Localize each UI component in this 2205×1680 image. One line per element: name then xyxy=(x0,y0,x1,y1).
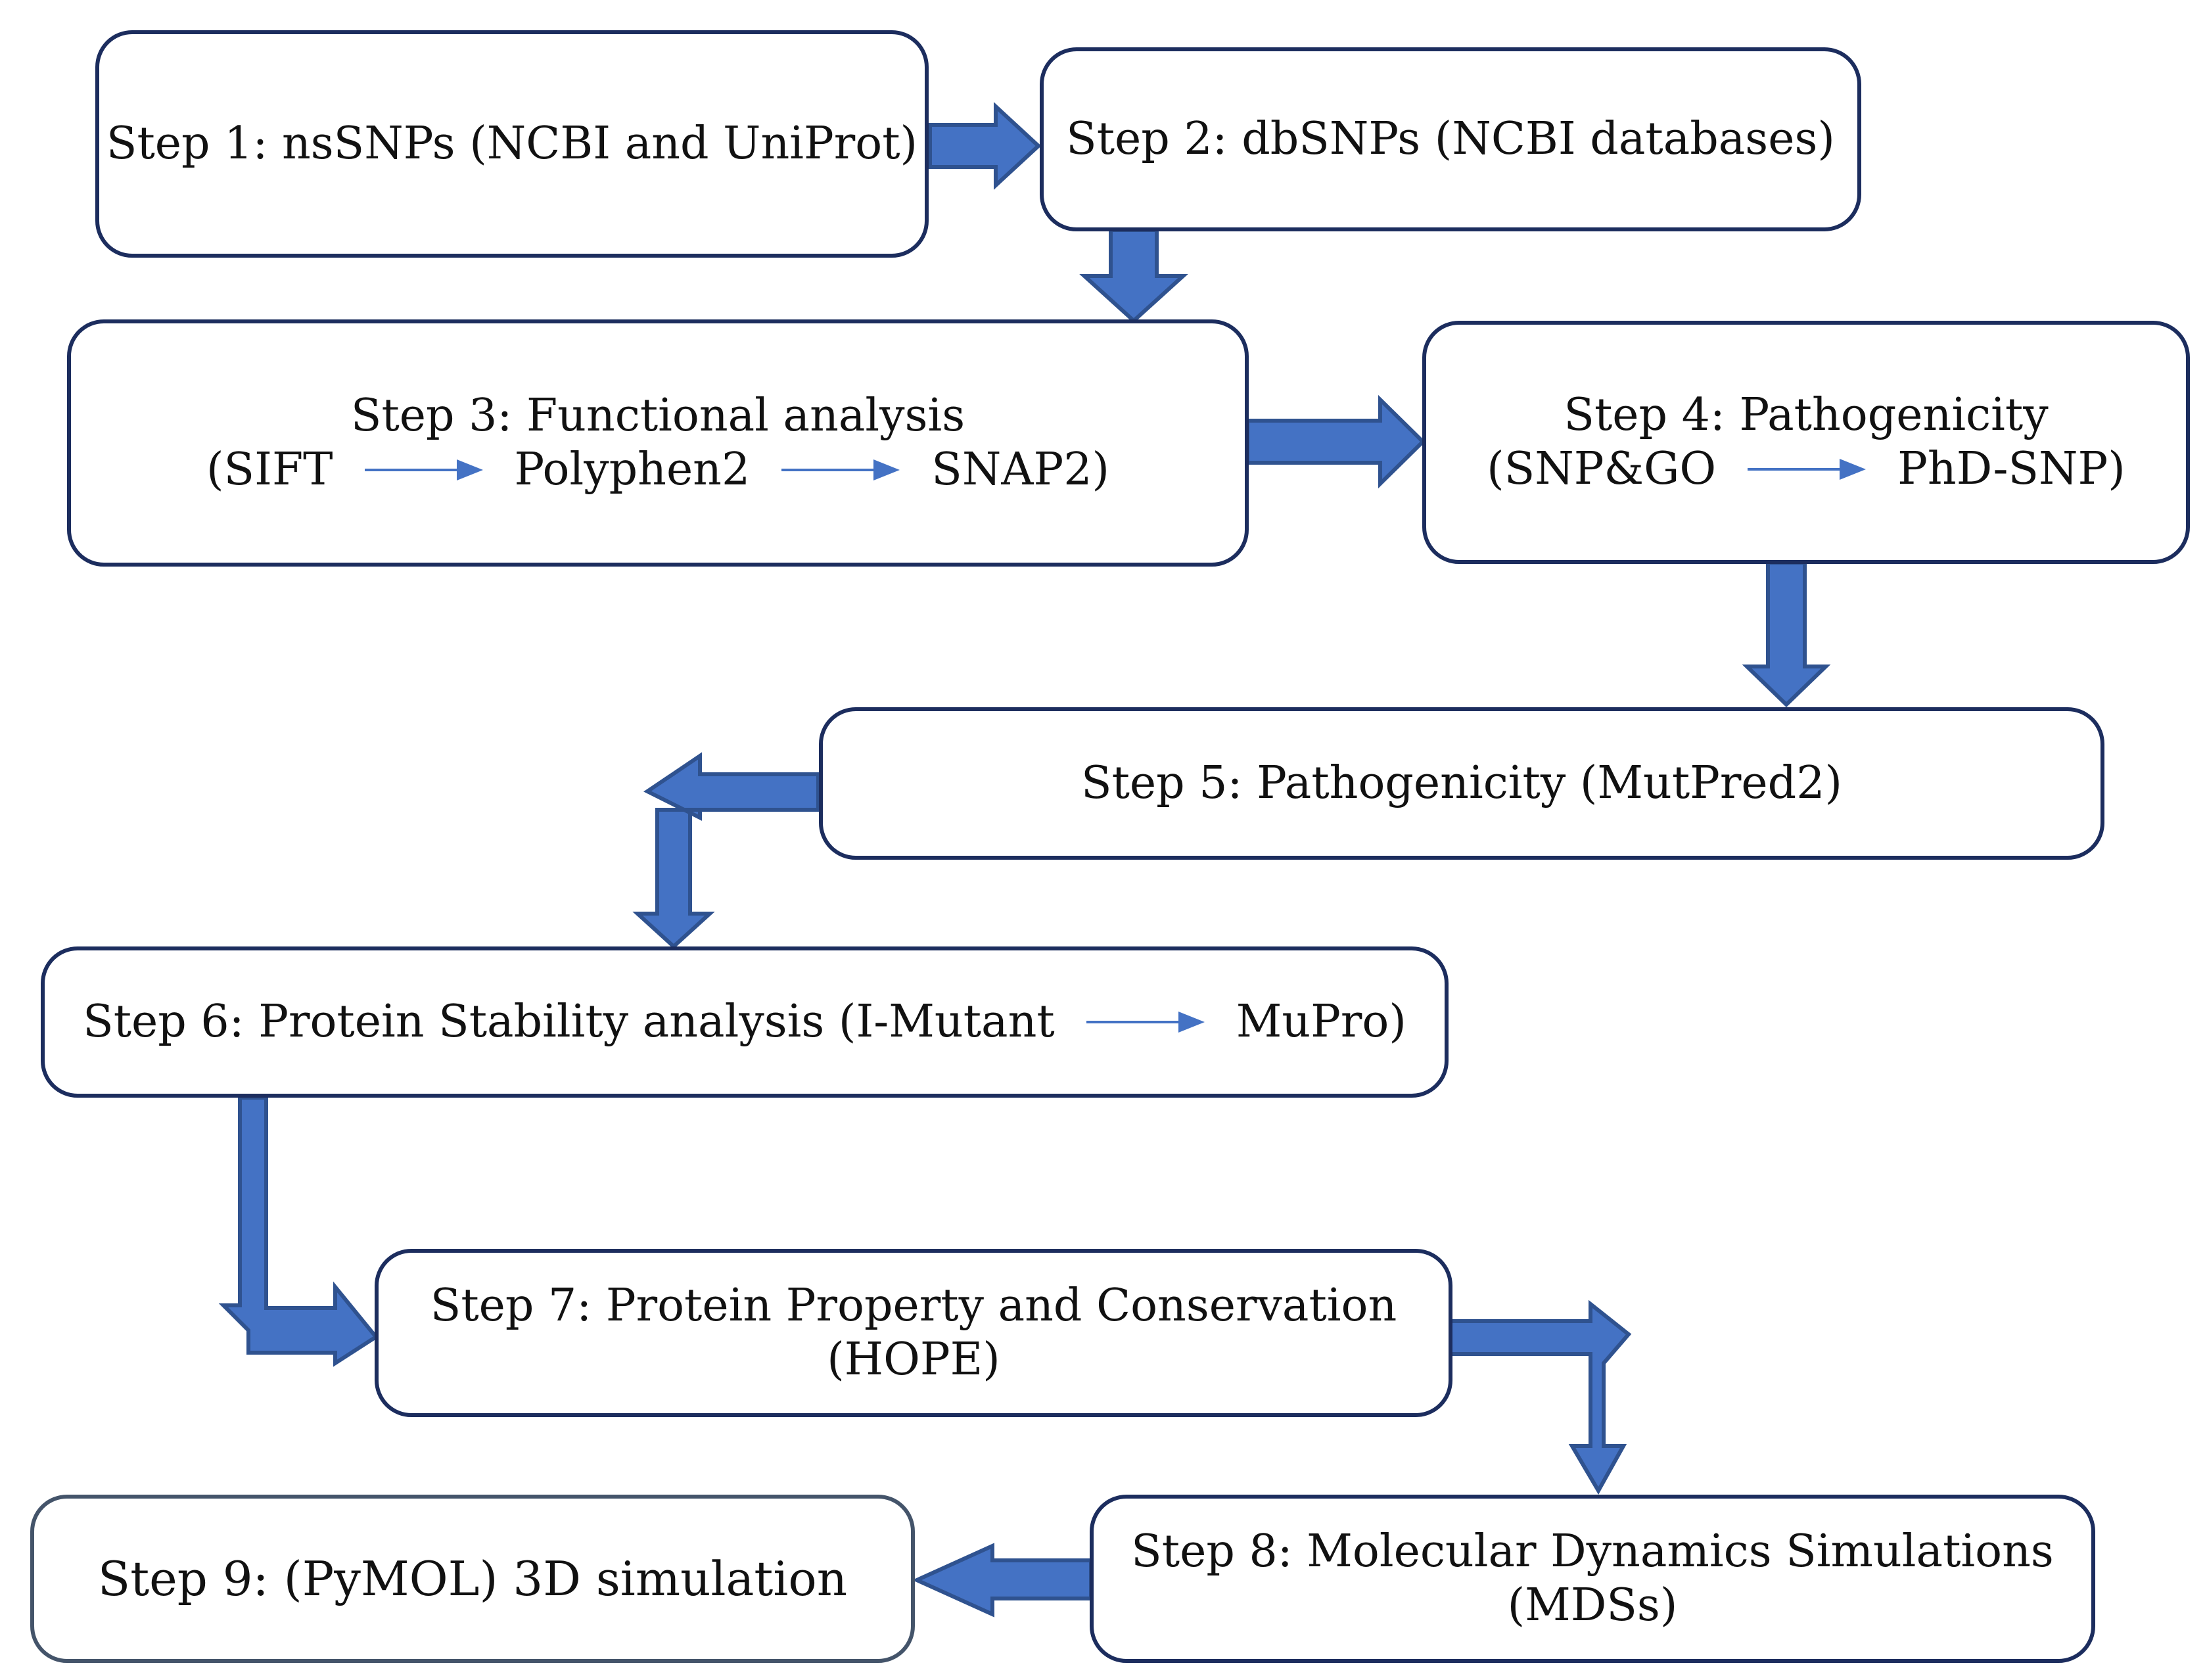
step3-box: Step 3: Functional analysis (SIFT Polyph… xyxy=(67,319,1249,567)
step2-box: Step 2: dbSNPs (NCBI databases) xyxy=(1040,47,1861,231)
step9-box: Step 9: (PyMOL) 3D simulation xyxy=(30,1495,915,1663)
step8-line2: (MDSs) xyxy=(1507,1579,1678,1631)
step6-box: Step 6: Protein Stability analysis (I-Mu… xyxy=(41,946,1449,1098)
step8-box: Step 8: Molecular Dynamics Simulations (… xyxy=(1090,1495,2095,1663)
arrow-step2-to-step3 xyxy=(1079,228,1188,324)
step4-tool-snpgo: (SNP&GO xyxy=(1487,443,1717,495)
arrow-step1-to-step2 xyxy=(928,102,1042,190)
step1-label: Step 1: nsSNPs (NCBI and UniProt) xyxy=(106,118,918,170)
step7-line1: Step 7: Protein Property and Conservatio… xyxy=(430,1280,1397,1332)
step4-box: Step 4: Pathogenicity (SNP&GO PhD-SNP) xyxy=(1422,321,2190,564)
arrow-step6-to-step7 xyxy=(218,1096,379,1367)
step7-box: Step 7: Protein Property and Conservatio… xyxy=(375,1249,1452,1417)
step4-title: Step 4: Pathogenicity xyxy=(1564,389,2049,442)
step1-box: Step 1: nsSNPs (NCBI and UniProt) xyxy=(95,30,929,258)
step2-label: Step 2: dbSNPs (NCBI databases) xyxy=(1066,113,1835,166)
arrow-step5-to-step6 xyxy=(632,752,820,950)
arrow-right-icon xyxy=(1086,1012,1205,1033)
step5-box: Step 5: Pathogenicity (MutPred2) xyxy=(819,707,2104,860)
arrow-step4-to-step5 xyxy=(1742,561,1831,708)
arrow-step7-to-step8 xyxy=(1444,1299,1632,1495)
step7-line2: (HOPE) xyxy=(827,1334,1000,1386)
arrow-right-icon xyxy=(781,459,900,480)
step3-title: Step 3: Functional analysis xyxy=(350,390,965,442)
step5-label: Step 5: Pathogenicity (MutPred2) xyxy=(1081,757,1842,810)
arrow-right-icon xyxy=(1748,458,1867,480)
step8-line1: Step 8: Molecular Dynamics Simulations xyxy=(1131,1526,2054,1578)
step3-tool-polyphen2: Polyphen2 xyxy=(514,444,751,496)
step9-label: Step 9: (PyMOL) 3D simulation xyxy=(97,1551,848,1606)
step6-tool-mupro: MuPro) xyxy=(1236,996,1406,1048)
step3-tools-line: (SIFT Polyphen2 SNAP2) xyxy=(206,443,1109,497)
arrow-step3-to-step4 xyxy=(1245,394,1426,489)
step3-tool-sift: (SIFT xyxy=(206,444,333,496)
step3-tool-snap2: SNAP2) xyxy=(931,444,1109,496)
step4-tool-phdsnp: PhD-SNP) xyxy=(1897,443,2125,495)
step6-line: Step 6: Protein Stability analysis (I-Mu… xyxy=(83,995,1406,1049)
arrow-step8-to-step9 xyxy=(912,1543,1093,1618)
step4-tools-line: (SNP&GO PhD-SNP) xyxy=(1487,442,2125,496)
arrow-right-icon xyxy=(364,459,483,480)
step6-label: Step 6: Protein Stability analysis (I-Mu… xyxy=(83,996,1055,1048)
